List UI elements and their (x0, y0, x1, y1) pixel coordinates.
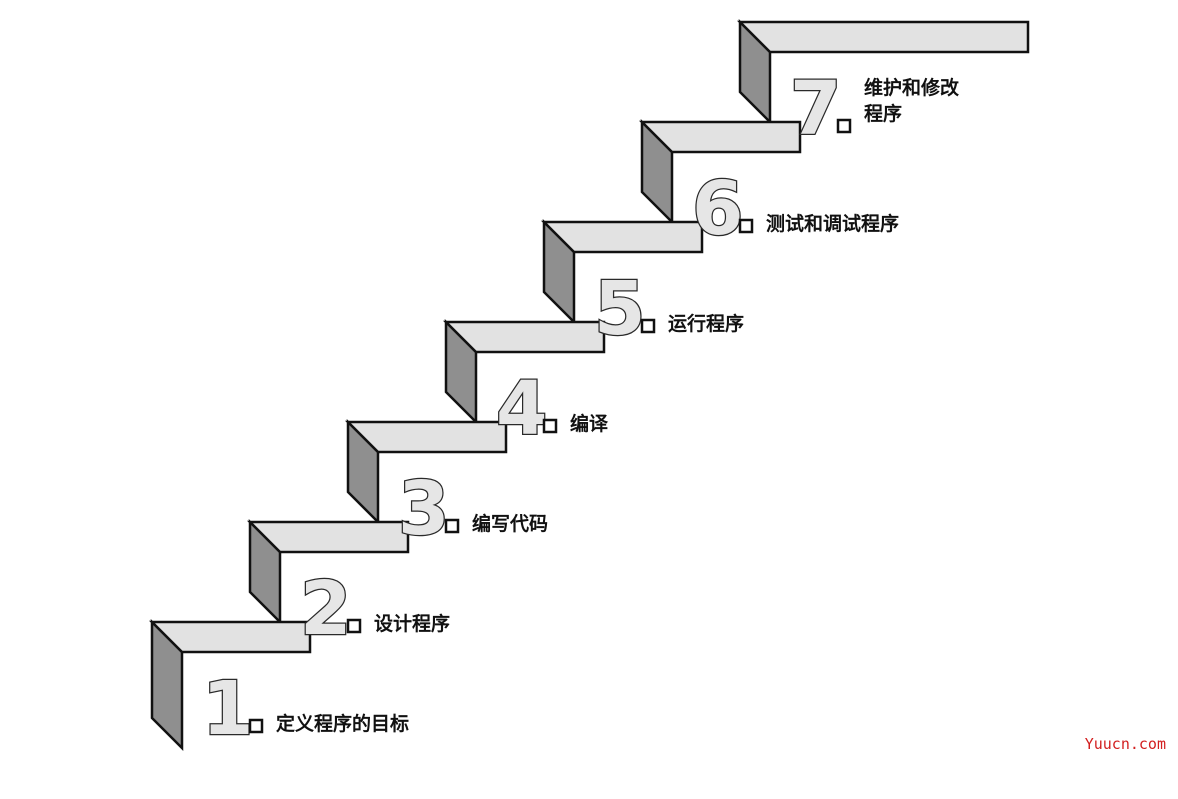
step-1: 1 定义程序的目标 (201, 665, 409, 754)
step-number: 1 (202, 666, 254, 752)
step-number: 2 (300, 566, 352, 652)
step-3: 3 编写代码 (397, 465, 548, 554)
watermark-text: Yuucn.com (1084, 735, 1166, 753)
step-4: 4 编译 (495, 365, 609, 454)
step-label: 编译 (570, 412, 609, 435)
step-number: 5 (594, 266, 646, 352)
step-tread-7 (736, 20, 1030, 54)
step-bullet-marker (542, 418, 558, 434)
step-tread-5 (540, 220, 704, 254)
step-label: 测试和调试程序 (766, 212, 899, 235)
step-5: 5 运行程序 (593, 265, 744, 354)
step-label: 程序 (864, 102, 902, 125)
step-bullet-marker (248, 718, 264, 734)
step-bullet-marker (346, 618, 362, 634)
step-label: 编写代码 (472, 512, 548, 535)
staircase-shapes (148, 18, 1030, 752)
step-tread-3 (344, 420, 508, 454)
step-tread-1 (148, 620, 312, 654)
staircase-labels: 1 定义程序的目标 2 设计程序 3 编写代码 4 编译 5 运行程序 6 测试和调试程序 7 维护和修改… (201, 65, 960, 754)
step-bullet-marker (444, 518, 460, 534)
step-tread-4 (442, 320, 606, 354)
step-tread-6 (638, 120, 802, 154)
step-label: 设计程序 (374, 612, 450, 635)
step-label: 定义程序的目标 (276, 712, 409, 735)
step-number: 3 (398, 466, 450, 552)
step-tread-2 (246, 520, 410, 554)
step-number: 7 (790, 66, 842, 152)
step-number: 4 (496, 366, 548, 452)
step-6: 6 测试和调试程序 (691, 165, 899, 254)
step-number: 6 (692, 166, 744, 252)
step-bullet-marker (836, 118, 852, 134)
step-bullet-marker (738, 218, 754, 234)
step-bullet-marker (640, 318, 656, 334)
step-2: 2 设计程序 (299, 565, 450, 654)
step-label: 运行程序 (668, 312, 744, 335)
step-label: 维护和修改 (864, 76, 960, 99)
